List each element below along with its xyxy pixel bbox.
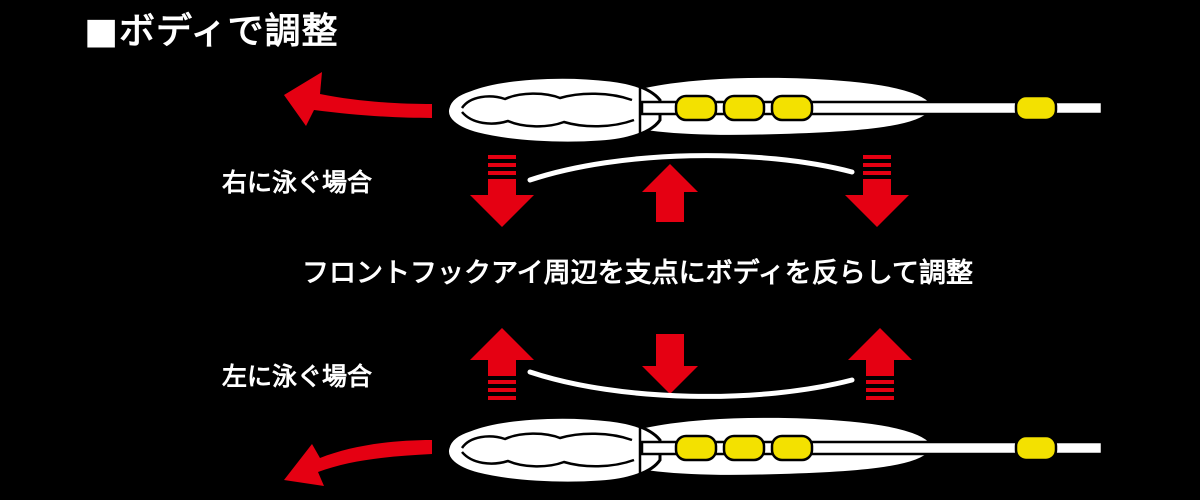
push-down-arrow-right-top — [845, 155, 909, 227]
push-up-arrow-center-top — [642, 164, 698, 222]
swim-direction-arrow-bottom — [284, 440, 432, 486]
push-down-arrow-center-bottom — [642, 334, 698, 394]
push-down-arrow-left-top — [470, 155, 534, 227]
bend-curve-bottom — [527, 369, 855, 399]
caption-adjustment-method: フロントフックアイ周辺を支点にボディを反らして調整 — [302, 258, 973, 289]
bend-curve-top — [527, 153, 855, 183]
caption-swim-right: 右に泳ぐ場合 — [222, 168, 373, 197]
push-up-arrow-left-bottom — [470, 328, 534, 400]
lure-top — [445, 74, 1104, 145]
swim-direction-arrow-top — [284, 72, 432, 126]
caption-swim-left: 左に泳ぐ場合 — [222, 362, 373, 391]
section-title: ■ボディで調整 — [84, 11, 339, 52]
push-up-arrow-right-bottom — [848, 328, 912, 400]
lure-bottom — [445, 414, 1104, 485]
